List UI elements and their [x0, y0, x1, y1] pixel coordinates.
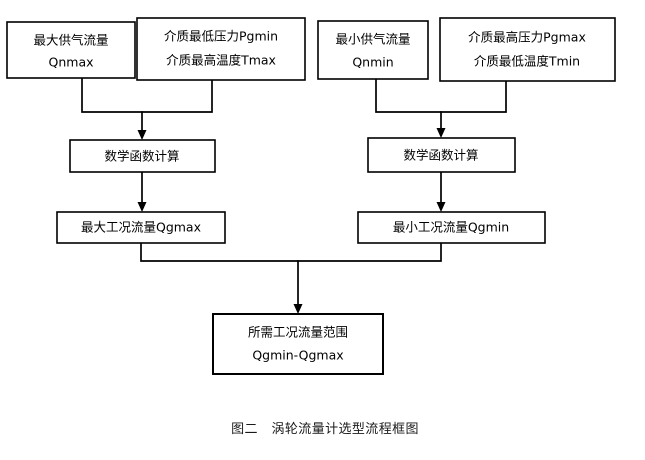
node-max-pressure-min-temp[interactable]: 介质最高压力Pgmax 介质最低温度Tmin: [439, 17, 616, 82]
connector-group-calc-to-out-right: [436, 171, 446, 212]
connector-inputs-to-calc-left: [81, 77, 213, 113]
node-box-max-working-flow: [56, 211, 226, 244]
arrow-head-qgmax: [137, 202, 147, 212]
node-math-function-calc-left[interactable]: 数学函数计算: [69, 139, 216, 173]
node-label-required-flow-range-line2: Qgmin-Qgmax: [252, 348, 343, 363]
node-label-max-working-flow: 最大工况流量Qgmax: [81, 220, 201, 235]
node-box-math-function-calc-right: [367, 137, 516, 173]
caption-title: 涡轮流量计选型流程框图: [272, 422, 419, 437]
connector-group-bottom-merge: [140, 242, 442, 314]
node-label-required-flow-range-line1: 所需工况流量范围: [248, 325, 348, 340]
arrow-head-calc-right: [436, 128, 446, 138]
node-label-max-pressure: 介质最高压力Pgmax: [468, 30, 586, 45]
caption-text: 图二 涡轮流量计选型流程框图: [231, 422, 419, 437]
arrow-head-calc-left: [137, 130, 147, 140]
node-box-math-function-calc-left: [69, 139, 216, 173]
connector-group-calc-to-out-left: [137, 171, 147, 212]
node-box-required-flow-range: [212, 313, 384, 375]
caption-label: 图二: [231, 422, 258, 437]
node-label-max-supply-flow-line2: Qnmax: [49, 55, 94, 70]
connector-outputs-to-result: [140, 242, 442, 262]
node-box-min-supply-flow: [317, 20, 429, 80]
node-max-working-flow[interactable]: 最大工况流量Qgmax: [56, 211, 226, 244]
node-label-min-supply-flow-line1: 最小供气流量: [335, 32, 410, 47]
node-label-min-pressure: 介质最低压力Pgmin: [164, 29, 278, 44]
arrow-head-result: [293, 304, 303, 314]
node-min-working-flow[interactable]: 最小工况流量Qgmin: [357, 211, 546, 244]
node-label-min-working-flow: 最小工况流量Qgmin: [393, 220, 509, 235]
node-label-max-supply-flow-line1: 最大供气流量: [33, 33, 108, 48]
node-required-flow-range[interactable]: 所需工况流量范围 Qgmin-Qgmax: [212, 313, 384, 375]
node-label-min-temp: 介质最低温度Tmin: [474, 54, 580, 69]
connector-group-left-merge: [81, 77, 213, 140]
connector-inputs-to-calc-right: [375, 78, 507, 113]
node-min-supply-flow[interactable]: 最小供气流量 Qnmin: [317, 20, 429, 80]
node-label-math-function-calc-right: 数学函数计算: [403, 148, 478, 163]
node-label-min-supply-flow-line2: Qnmin: [352, 55, 393, 70]
node-label-max-temp: 介质最高温度Tmax: [166, 53, 276, 68]
node-label-math-function-calc-left: 数学函数计算: [104, 149, 179, 164]
node-box-min-pressure-max-temp: [136, 17, 306, 81]
connector-group-right-merge: [375, 78, 507, 138]
figure-caption: 图二 涡轮流量计选型流程框图: [231, 422, 419, 437]
node-box-min-working-flow: [357, 211, 546, 244]
node-max-supply-flow[interactable]: 最大供气流量 Qnmax: [6, 21, 136, 79]
node-box-max-supply-flow: [6, 21, 136, 79]
node-box-max-pressure-min-temp: [439, 17, 616, 82]
node-math-function-calc-right[interactable]: 数学函数计算: [367, 137, 516, 173]
node-min-pressure-max-temp[interactable]: 介质最低压力Pgmin 介质最高温度Tmax: [136, 17, 306, 81]
arrow-head-qgmin: [436, 202, 446, 212]
